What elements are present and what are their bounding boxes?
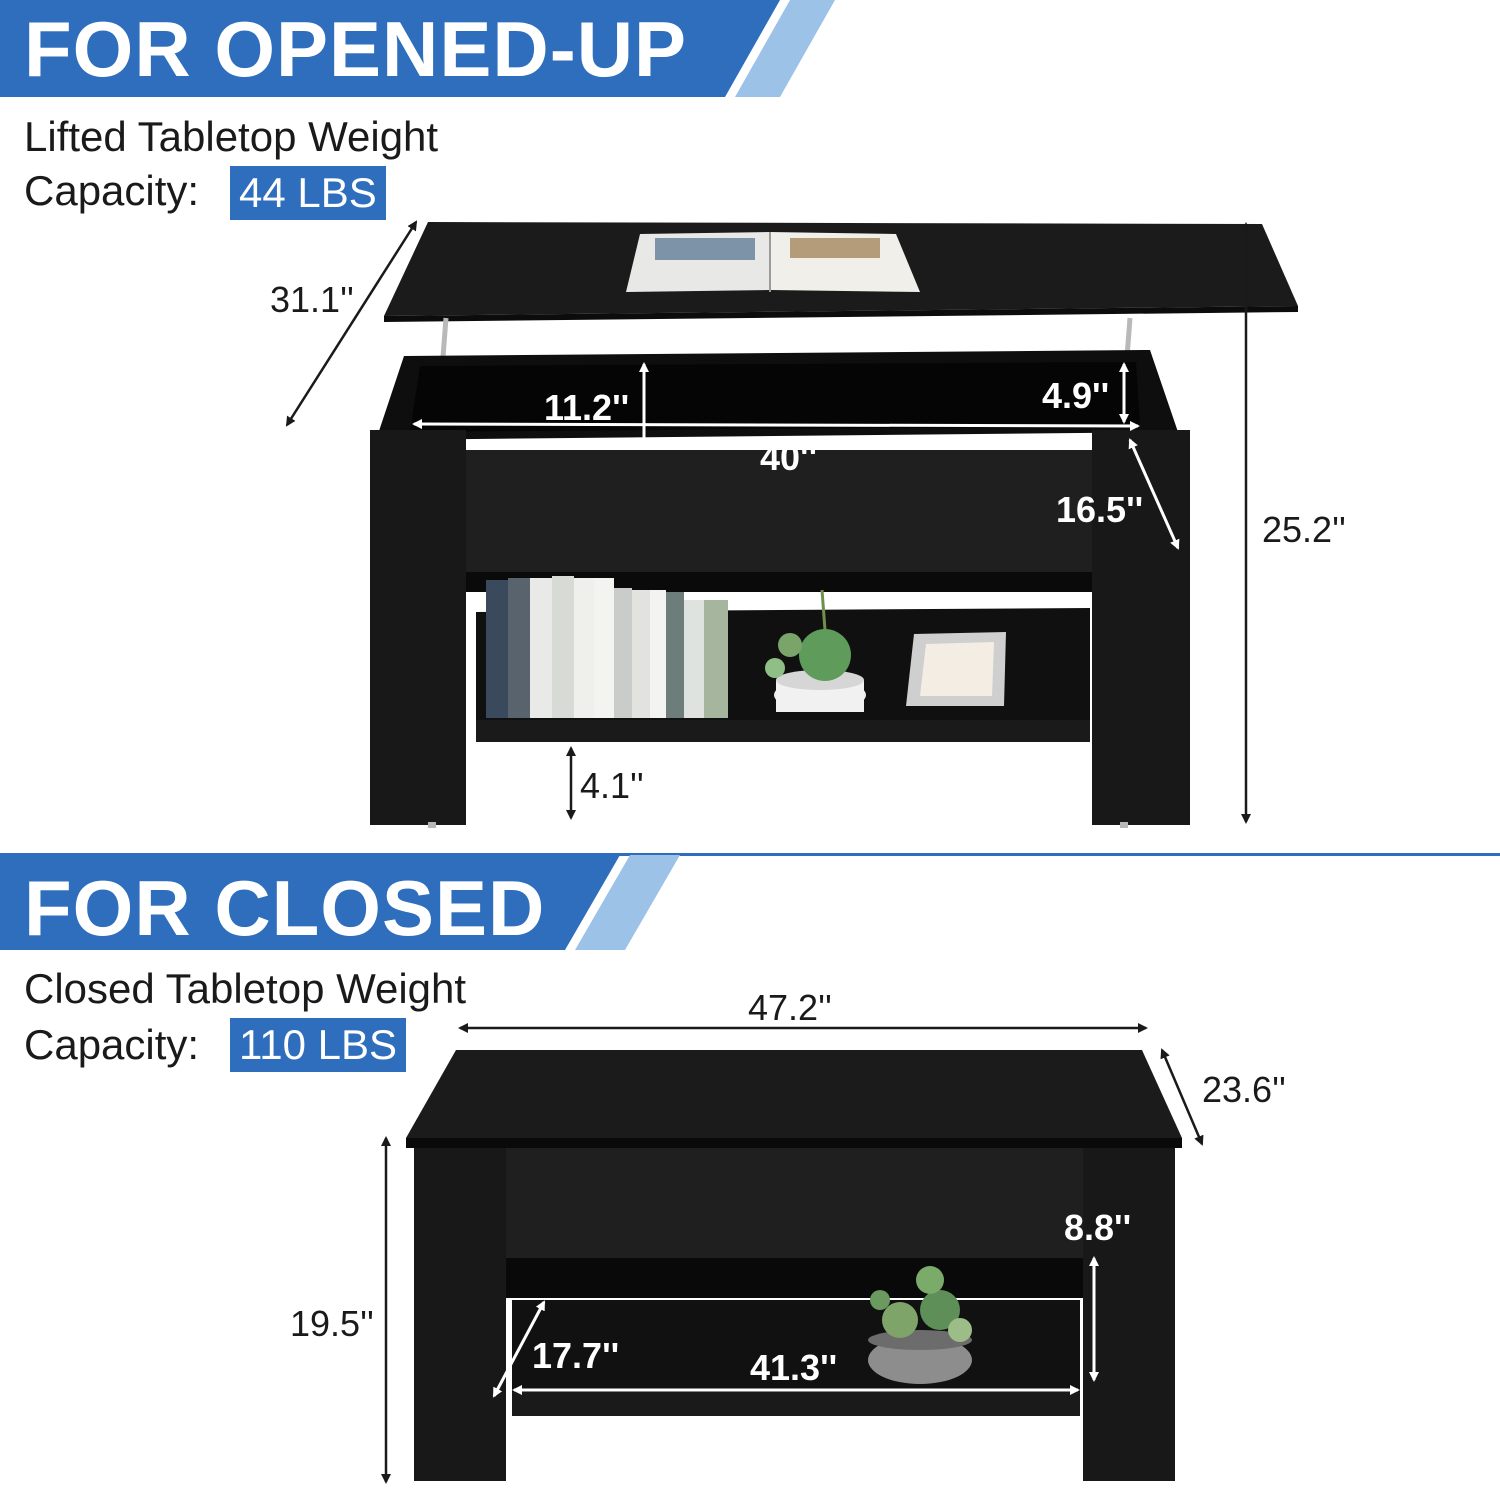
opened-leg-clearance-label: 4.1'' xyxy=(580,765,644,806)
closed-width-label: 47.2'' xyxy=(748,987,832,1028)
inner-depth-arrow xyxy=(1128,438,1180,550)
opened-capacity-prefix: Capacity: xyxy=(24,167,200,214)
opened-total-height-label: 25.2'' xyxy=(1262,509,1346,550)
closed-depth-arrow xyxy=(1160,1048,1204,1146)
closed-left-leg xyxy=(414,1148,506,1481)
left-leg xyxy=(370,430,466,825)
closed-depth-label: 23.6'' xyxy=(1202,1069,1286,1110)
closed-shelf-depth-label: 17.7'' xyxy=(532,1335,620,1376)
opened-lift-height-label: 11.2'' xyxy=(544,387,630,428)
depth-arrow xyxy=(285,220,418,427)
closed-banner-title: FOR CLOSED xyxy=(24,864,546,952)
inner-width-arrow xyxy=(412,419,1140,431)
closed-banner: FOR CLOSED xyxy=(0,855,700,950)
opened-banner-title: FOR OPENED-UP xyxy=(24,5,688,93)
closed-shelf-height-label: 8.8'' xyxy=(1064,1207,1132,1248)
shelf-depth-arrow xyxy=(492,1300,546,1398)
closed-tabletop xyxy=(406,1050,1182,1138)
section-divider xyxy=(0,853,1500,856)
opened-depth-label: 31.1'' xyxy=(270,279,354,320)
closed-table xyxy=(406,1050,1182,1481)
closed-capacity-prefix: Capacity: xyxy=(24,1021,200,1068)
opened-capacity-badge: 44 LBS xyxy=(230,166,386,220)
front-panel xyxy=(466,450,1092,572)
closed-capacity-badge: 110 LBS xyxy=(230,1018,407,1072)
succulent-icon xyxy=(868,1266,972,1384)
opened-banner-shape xyxy=(0,0,835,97)
magazine-icon xyxy=(626,232,920,292)
books-icon xyxy=(486,576,728,718)
opened-banner: FOR OPENED-UP xyxy=(0,0,840,97)
opened-inner-width-label: 40'' xyxy=(760,437,818,478)
closed-banner-shape xyxy=(0,855,680,950)
closed-capacity-label: Closed Tabletop Weight xyxy=(24,965,467,1012)
closed-height-label: 19.5'' xyxy=(290,1303,374,1344)
closed-dimension-arrows xyxy=(381,1023,1204,1484)
opened-inner-height-label: 4.9'' xyxy=(1042,375,1110,416)
closed-front-panel xyxy=(506,1148,1083,1258)
closed-right-leg xyxy=(1083,1148,1175,1481)
photo-frame-icon xyxy=(906,632,1006,706)
plant-icon xyxy=(765,589,866,712)
opened-dimension-arrows xyxy=(285,220,1251,824)
opened-capacity-label: Lifted Tabletop Weight xyxy=(24,113,439,160)
opened-table xyxy=(370,222,1298,828)
opened-inner-depth-label: 16.5'' xyxy=(1056,489,1144,530)
closed-shelf-width-label: 41.3'' xyxy=(750,1347,838,1388)
